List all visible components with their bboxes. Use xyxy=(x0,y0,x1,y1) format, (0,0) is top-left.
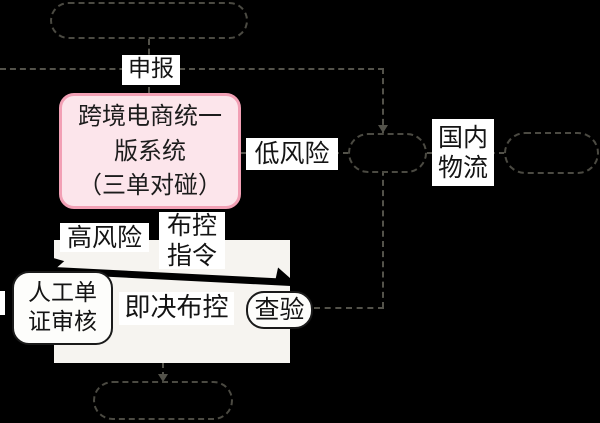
unified-system-node: 跨境电商统一 版系统 （三单对碰） xyxy=(59,93,241,209)
high-risk-label-text: 高风险 xyxy=(66,222,142,252)
manual-doc-review-node: 人工单 证审核 xyxy=(12,271,113,345)
boundary-dashed-line xyxy=(0,68,384,70)
control-instruction-line2: 指令 xyxy=(166,240,217,270)
control-instruction-line1: 布控 xyxy=(166,211,217,240)
bottom-terminal-node xyxy=(93,381,233,420)
low-risk-label-text: 低风险 xyxy=(254,139,330,169)
manual-review-arrowhead-icon xyxy=(47,257,65,272)
instant-control-label-text: 即决布控 xyxy=(124,293,229,324)
unified-system-line1: 跨境电商统一 xyxy=(78,101,222,130)
declare-label: 申报 xyxy=(122,55,180,85)
release-node xyxy=(348,133,427,173)
domestic-logistics-label: 国内 物流 xyxy=(432,119,494,186)
low-risk-label: 低风险 xyxy=(246,138,338,170)
declare-label-text: 申报 xyxy=(128,56,174,83)
right-terminal-node xyxy=(504,132,599,174)
clipped-edge-fragment xyxy=(0,291,5,315)
control-instruction-label: 布控 指令 xyxy=(159,211,225,270)
unified-system-line3: （三单对碰） xyxy=(78,171,222,200)
instant-control-label: 即决布控 xyxy=(119,292,234,325)
high-risk-label: 高风险 xyxy=(60,223,149,252)
release-connector-line xyxy=(162,362,164,378)
inspection-node: 查验 xyxy=(246,291,313,329)
top-terminal-node xyxy=(50,2,248,39)
arrowhead-into-node-icon xyxy=(378,125,388,133)
manual-doc-review-line1: 人工单 xyxy=(28,280,97,307)
domestic-logistics-line1: 国内 xyxy=(437,123,488,152)
inspection-label-text: 查验 xyxy=(254,295,305,325)
manual-doc-review-line2: 证审核 xyxy=(28,309,97,335)
inspection-connector-line xyxy=(314,307,384,309)
arrowhead-into-bottom-node-icon xyxy=(158,374,168,382)
domestic-logistics-line2: 物流 xyxy=(437,152,488,182)
junction-vertical-dashed-line xyxy=(382,68,384,308)
unified-system-line2: 版系统 xyxy=(114,136,186,165)
